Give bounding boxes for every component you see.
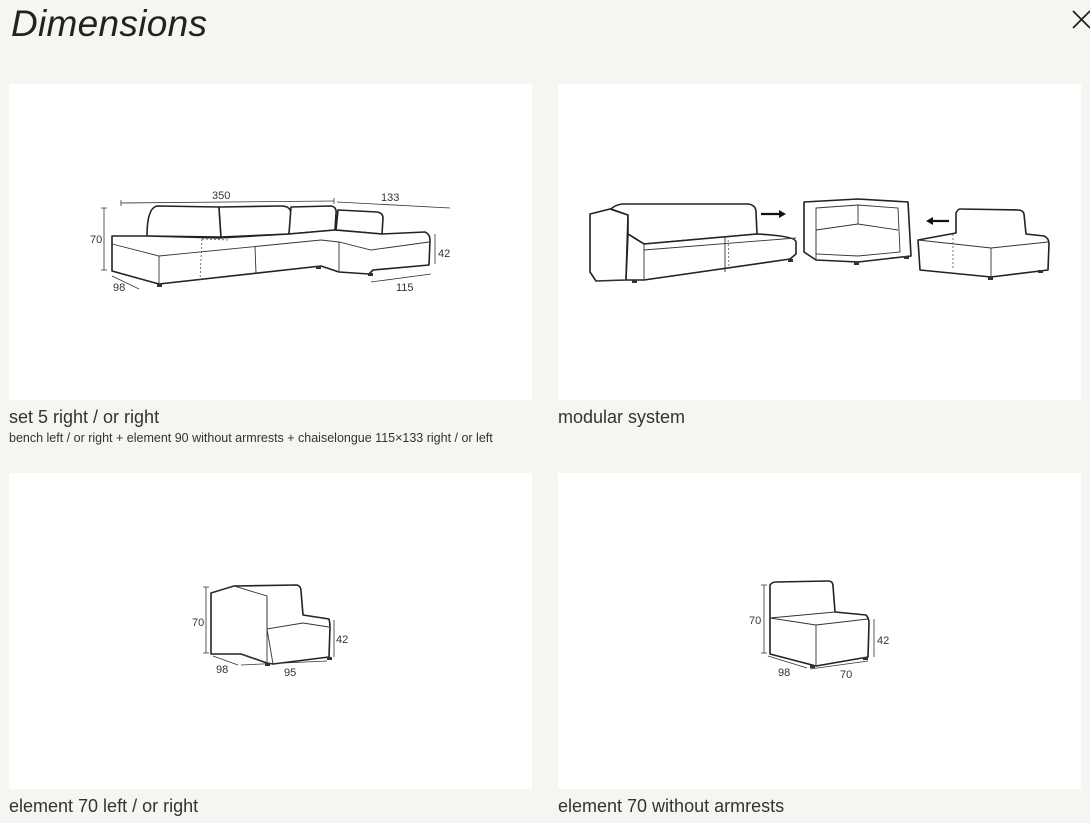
- dim-depth-label: 98: [113, 282, 125, 294]
- element-70-without-armrests-drawing: 70 42 98 70: [749, 580, 889, 681]
- card-subcaption: bench left / or right + element 90 witho…: [9, 431, 493, 445]
- dim-width-label: 70: [840, 669, 852, 681]
- set-5-drawing: 350 133 70 42 98 115: [90, 190, 450, 294]
- dimension-card-modular-system[interactable]: [558, 84, 1081, 400]
- card-caption: set 5 right / or right: [9, 407, 160, 427]
- dimension-card-element-70-left-right[interactable]: 70 42 98 95: [9, 473, 532, 789]
- dim-height-label: 70: [192, 617, 204, 629]
- dim-depth-label: 98: [778, 667, 790, 679]
- element-70-left-drawing: 70 42 98 95: [192, 584, 348, 679]
- dim-height-label: 70: [90, 234, 102, 246]
- dim-height-label: 70: [749, 615, 761, 627]
- dim-seat-label: 42: [336, 634, 348, 646]
- page-title: Dimensions: [11, 3, 208, 44]
- modular-system-drawing: [589, 198, 1050, 283]
- dim-width-label: 95: [284, 667, 296, 679]
- dim-chaise-length-label: 133: [381, 192, 399, 204]
- card-caption: element 70 left / or right: [9, 796, 199, 816]
- card-caption: element 70 without armrests: [558, 796, 785, 816]
- dim-seat-label: 42: [438, 248, 450, 260]
- dim-seat-label: 42: [877, 635, 889, 647]
- close-icon[interactable]: [1070, 8, 1090, 34]
- dim-width-label: 350: [212, 190, 230, 202]
- dim-depth-label: 98: [216, 664, 228, 676]
- dimension-card-set-5[interactable]: 350 133 70 42 98 115: [9, 84, 532, 400]
- dim-chaise-depth-label: 115: [396, 282, 414, 294]
- dimension-card-element-70-without-armrests[interactable]: 70 42 98 70: [558, 473, 1081, 789]
- card-caption: modular system: [558, 407, 686, 427]
